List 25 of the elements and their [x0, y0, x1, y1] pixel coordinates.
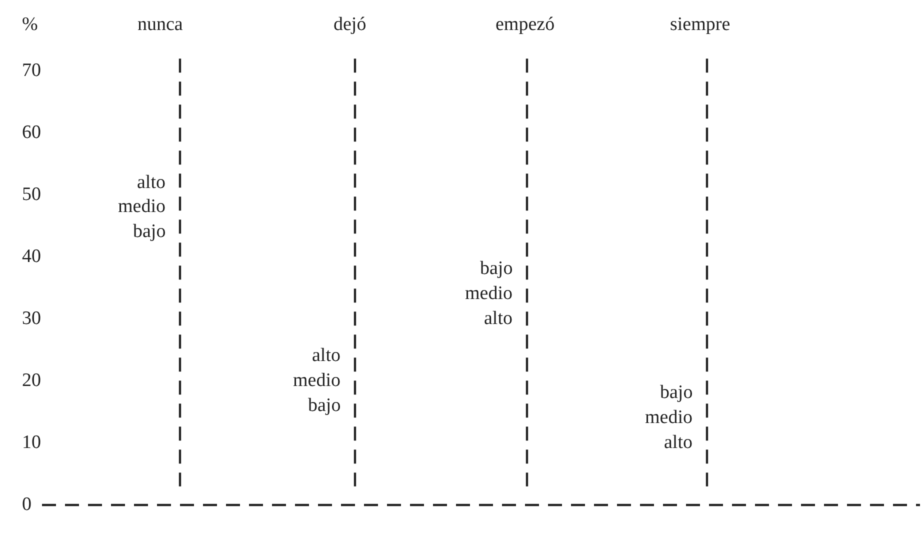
level-label: medio [118, 196, 166, 218]
level-label: alto [312, 345, 340, 368]
axis-tick-label: 10 [22, 432, 41, 454]
level-label: medio [645, 407, 692, 430]
level-label: bajo [480, 258, 513, 280]
unit-label: % [22, 14, 38, 36]
axis-tick-label: 30 [22, 308, 41, 330]
level-label: bajo [660, 382, 693, 404]
level-label: bajo [308, 394, 341, 417]
level-label: alto [137, 172, 166, 194]
axis-tick-label: 40 [22, 246, 41, 268]
column-header: nunca [138, 14, 183, 36]
level-label: medio [465, 283, 512, 306]
level-label: bajo [133, 221, 166, 244]
level-label: alto [484, 308, 512, 330]
axis-tick-label: 20 [22, 370, 41, 392]
level-label: alto [664, 432, 692, 454]
axis-tick-label: 60 [22, 122, 41, 144]
axis-tick-label: 70 [22, 60, 41, 82]
column-header: siempre [670, 14, 730, 36]
level-label: medio [293, 370, 340, 392]
column-header: dejó [334, 14, 366, 36]
axis-tick-label: 0 [22, 494, 32, 516]
column-header: empezó [496, 14, 555, 36]
axis-tick-label: 50 [22, 184, 41, 206]
